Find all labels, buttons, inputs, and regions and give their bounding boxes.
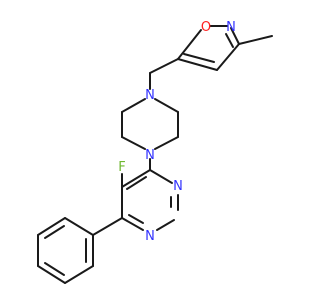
bond-c5-o1 [177,29,202,60]
bond-ph5-ph6 [64,265,94,284]
bond-ph4-ph5-double [44,262,65,276]
bond-c6-n1 [121,217,144,231]
bond-c3-n4 [154,136,179,150]
atom-label-pyrimidine-n-bottom: N [145,229,155,244]
atom-label-fluorine: F [118,160,125,175]
bond-c4-c5-double [183,53,215,63]
bond-c4-c5 [177,58,218,71]
bond-c3-methyl [238,35,273,45]
atom-label-isoxazole-o: O [201,20,211,35]
bond-ph2-ph3-double [44,225,65,239]
bond-c3-c4 [216,43,240,71]
bond-c6-phenyl [92,217,123,236]
isoxazole-ring [177,25,273,71]
methylene-linker [149,58,179,90]
bond-ph4-ph5 [37,265,66,284]
bond-n3-c4 [149,169,173,184]
bond-n1-c2 [154,98,179,113]
atom-label-pyrimidine-n-top: N [173,179,183,194]
bond-c5-ch2 [149,58,179,74]
bond-ph2-ph3 [37,217,66,236]
bond-n2-c3 [230,27,240,45]
piperazine-ring [121,98,179,171]
bond-c6-n1 [121,98,146,113]
phenyl-ring [37,217,123,284]
bond-n4-c5 [121,136,146,150]
atom-label-isoxazole-n: N [226,20,236,35]
molecule-diagram: O N N N F N N [37,20,273,284]
bond-c4-c5-double [126,176,147,190]
bond-n1-c2 [156,219,175,231]
bond-ph1-ph2 [64,217,94,236]
bond-c4-c5 [121,169,151,188]
atom-label-piperazine-n-top: N [145,88,155,103]
atom-labels: O N N N F N N [118,20,236,244]
atom-label-piperazine-n-bottom: N [145,148,155,163]
bond-c6-n1-double [128,214,144,224]
pyrimidine-ring [121,169,179,231]
bond-n2-c3-double [225,33,234,48]
structure-svg: O N N N F N N [37,20,273,284]
